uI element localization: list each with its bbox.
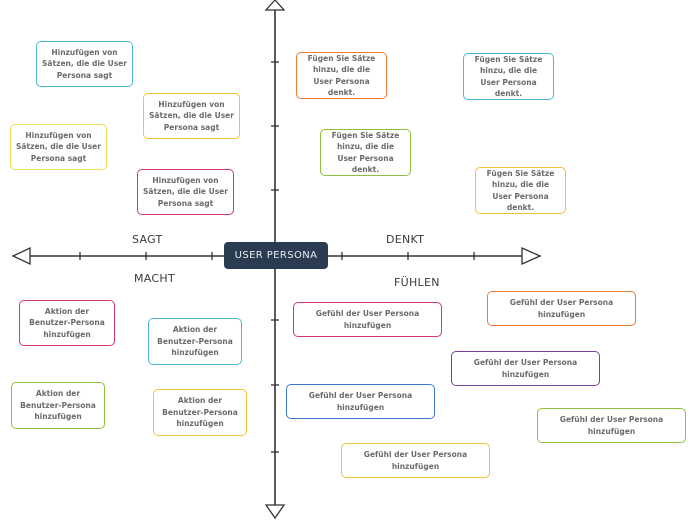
arrow-right-icon bbox=[521, 246, 542, 266]
quadrant-label-sagt: SAGT bbox=[132, 233, 163, 246]
note-fuehlen[interactable]: Gefühl der User Persona hinzufügen bbox=[293, 302, 442, 337]
quadrant-label-macht: MACHT bbox=[134, 272, 175, 285]
note-fuehlen[interactable]: Gefühl der User Persona hinzufügen bbox=[341, 443, 490, 478]
arrow-left-icon bbox=[11, 246, 31, 266]
horizontal-ticks bbox=[79, 252, 475, 260]
note-macht[interactable]: Aktion der Benutzer-Persona hinzufügen bbox=[19, 300, 115, 346]
note-sagt[interactable]: Hinzufügen von Sätzen, die die User Pers… bbox=[137, 169, 234, 215]
note-sagt[interactable]: Hinzufügen von Sätzen, die die User Pers… bbox=[36, 41, 133, 87]
quadrant-label-fuehlen: FÜHLEN bbox=[394, 276, 440, 289]
note-denkt[interactable]: Fügen Sie Sätze hinzu, die die User Pers… bbox=[475, 167, 566, 214]
note-macht[interactable]: Aktion der Benutzer-Persona hinzufügen bbox=[148, 318, 242, 365]
note-denkt[interactable]: Fügen Sie Sätze hinzu, die die User Pers… bbox=[463, 53, 554, 100]
arrow-down-icon bbox=[264, 504, 286, 520]
note-macht[interactable]: Aktion der Benutzer-Persona hinzufügen bbox=[11, 382, 105, 429]
note-fuehlen[interactable]: Gefühl der User Persona hinzufügen bbox=[537, 408, 686, 443]
arrow-up-icon bbox=[264, 0, 286, 11]
note-denkt[interactable]: Fügen Sie Sätze hinzu, die die User Pers… bbox=[296, 52, 387, 99]
note-denkt[interactable]: Fügen Sie Sätze hinzu, die die User Pers… bbox=[320, 129, 411, 176]
note-macht[interactable]: Aktion der Benutzer-Persona hinzufügen bbox=[153, 389, 247, 436]
quadrant-label-denkt: DENKT bbox=[386, 233, 425, 246]
note-fuehlen[interactable]: Gefühl der User Persona hinzufügen bbox=[451, 351, 600, 386]
note-fuehlen[interactable]: Gefühl der User Persona hinzufügen bbox=[487, 291, 636, 326]
center-node-user-persona[interactable]: USER PERSONA bbox=[224, 242, 328, 269]
note-fuehlen[interactable]: Gefühl der User Persona hinzufügen bbox=[286, 384, 435, 419]
vertical-ticks bbox=[271, 61, 279, 453]
note-sagt[interactable]: Hinzufügen von Sätzen, die die User Pers… bbox=[143, 93, 240, 139]
note-sagt[interactable]: Hinzufügen von Sätzen, die die User Pers… bbox=[10, 124, 107, 170]
